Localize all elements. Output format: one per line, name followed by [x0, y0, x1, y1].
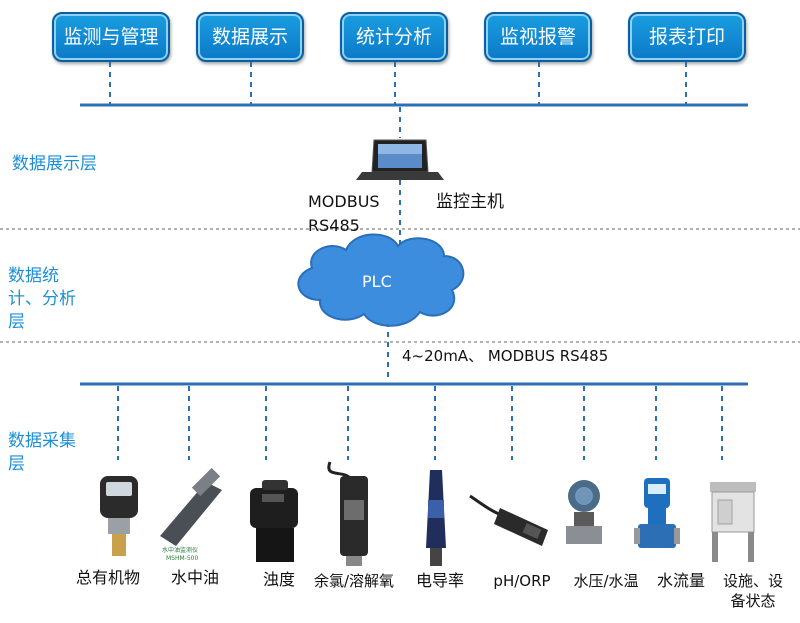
laptop-icon — [356, 139, 444, 180]
device-connectors — [117, 386, 723, 460]
top-button-alarm[interactable]: 监视报警 — [484, 12, 592, 62]
equipment-cabinet-icon — [710, 482, 756, 562]
svg-text:水中油监测仪: 水中油监测仪 — [162, 546, 198, 554]
conductivity-probe-icon — [426, 470, 446, 566]
top-button-stat-analysis[interactable]: 统计分析 — [340, 12, 448, 62]
flowmeter-icon — [634, 478, 680, 548]
device-label-flow: 水流量 — [656, 571, 705, 590]
device-label-equipment: 设施、设备状态 — [722, 572, 783, 610]
plc-cloud-icon — [297, 233, 465, 327]
signal-label: 4~20mA、 MODBUS RS485 — [402, 347, 609, 365]
device-label-conductivity: 电导率 — [415, 571, 464, 590]
device-label-pressure-temp: 水压/水温 — [573, 572, 639, 590]
chlorine-do-probe-icon — [327, 461, 368, 566]
toc-sensor-icon — [100, 476, 138, 556]
host-interface-label: RS485 — [308, 216, 360, 235]
turbidity-sensor-icon — [250, 480, 298, 562]
layer-label-display: 数据展示层 — [12, 154, 97, 174]
device-label-chlorine-do: 余氯/溶解氧 — [313, 572, 395, 590]
layer-label-collection: 数据采集层 — [8, 431, 76, 474]
top-button-report-print[interactable]: 报表打印 — [628, 12, 746, 62]
plc-label: PLC — [362, 272, 392, 291]
device-label-toc: 总有机物 — [75, 568, 140, 587]
ph-orp-probe-icon — [469, 494, 548, 546]
top-button-monitor-manage[interactable]: 监测与管理 — [52, 12, 170, 62]
pressure-transmitter-icon — [566, 480, 602, 544]
top-connectors — [109, 62, 687, 104]
svg-text:MSHM-500: MSHM-500 — [166, 555, 198, 562]
oil-in-water-sensor-icon: 水中油监测仪 MSHM-500 — [160, 467, 222, 562]
host-label: 监控主机 — [436, 192, 504, 212]
host-protocol-label: MODBUS — [308, 192, 380, 211]
top-button-data-display[interactable]: 数据展示 — [196, 12, 304, 62]
device-label-turbidity: 浊度 — [262, 570, 295, 589]
layer-label-analysis: 数据统计、分析层 — [8, 266, 76, 332]
device-label-ph-orp: pH/ORP — [493, 572, 551, 590]
device-label-oil: 水中油 — [170, 568, 219, 587]
